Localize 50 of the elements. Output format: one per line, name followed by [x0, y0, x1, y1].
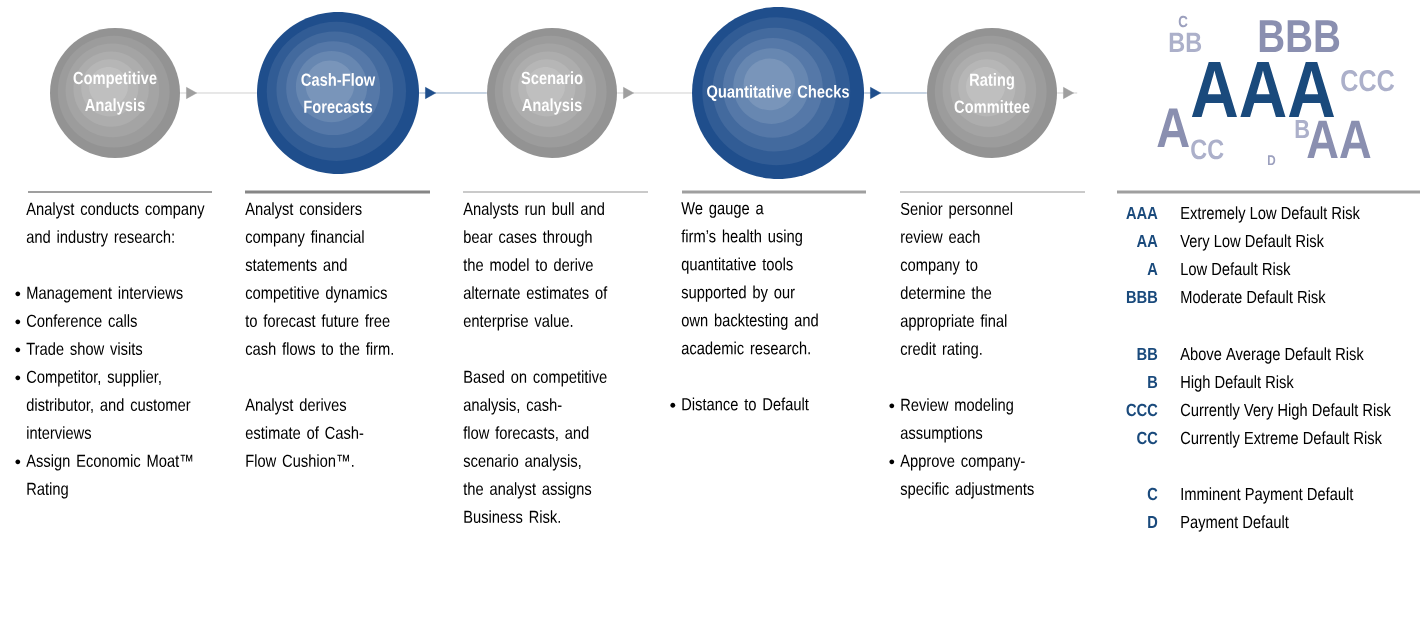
rating-description: Very Low Default Risk: [1180, 234, 1324, 251]
paragraph: Analysts run bull and bear cases through the model to derive alternate estimates of enterprise value.: [463, 202, 608, 331]
rating-letters: BB: [1169, 32, 1202, 52]
rating-letters: AA: [1307, 120, 1371, 158]
rating-code: BB: [1137, 347, 1158, 360]
bullet-text: Management interviews: [27, 286, 183, 303]
rating-letters: B: [1295, 120, 1309, 138]
paragraph: Analyst derives estimate of Cash-Flow Cushion™.: [245, 398, 364, 468]
rating-letters: CCC: [1341, 70, 1395, 92]
paragraph: Based on competitive analysis, cash-flow forecasts, and scenario analysis, the analyst assigns Business Risk.: [463, 370, 607, 524]
rating-description: Extremely Low Default Risk: [1181, 206, 1360, 223]
bullet-text: Assign Economic Moat™ Rating: [26, 454, 193, 499]
paragraph: Senior personnel review each company to determine the appropriate final credit rating.: [900, 202, 1013, 359]
bullet-text: Conference calls: [26, 314, 137, 328]
paragraph: We gauge a firm’s health using quantitative tools supported by our own backtesting and academic research.: [681, 202, 818, 355]
arrow: [179, 87, 258, 99]
rating-code: BBB: [1126, 290, 1158, 303]
arrow: [418, 87, 488, 99]
rating-code: CCC: [1126, 403, 1158, 417]
rating-code: A: [1147, 262, 1158, 275]
arrow: [863, 87, 928, 99]
bullet-text: Review modeling assumptions: [900, 398, 1013, 443]
rating-description: Above Average Default Risk: [1180, 347, 1364, 364]
rating-letters: CC: [1191, 139, 1224, 160]
rating-letters: BBB: [1259, 20, 1340, 52]
rating-code: CC: [1137, 431, 1158, 445]
rating-description: Moderate Default Risk: [1181, 290, 1326, 304]
arrow: [1056, 87, 1078, 99]
rating-description: Payment Default: [1181, 515, 1289, 532]
paragraph: Analyst conducts company and industry research:: [26, 202, 205, 247]
rating-description: Currently Very High Default Risk: [1180, 403, 1391, 420]
bullet-text: Approve company-specific adjustments: [900, 454, 1034, 499]
rating-code: AA: [1136, 234, 1158, 247]
rating-code: B: [1148, 375, 1158, 388]
rating-code: AAA: [1126, 206, 1158, 219]
rating-description: Low Default Risk: [1181, 262, 1291, 276]
rating-description: Currently Extreme Default Risk: [1180, 431, 1382, 448]
arrow: [616, 87, 693, 99]
rating-code: C: [1147, 487, 1158, 501]
bullet-text: Trade show visits: [26, 342, 143, 356]
bullet-text: Competitor, supplier, distributor, and customer interviews: [26, 370, 191, 440]
rating-letters: D: [1268, 155, 1276, 165]
rating-letters: C: [1178, 15, 1188, 28]
bullet-text: Distance to Default: [682, 397, 809, 411]
paragraph: Analyst considers company financial statements and competitive dynamics to forecast future free cash flows to the firm.: [245, 202, 393, 356]
rating-letters: A: [1157, 108, 1189, 147]
rating-description: High Default Risk: [1181, 375, 1294, 392]
rating-description: Imminent Payment Default: [1181, 487, 1354, 504]
rating-letters: AAA: [1191, 61, 1334, 117]
rating-code: D: [1148, 515, 1158, 528]
